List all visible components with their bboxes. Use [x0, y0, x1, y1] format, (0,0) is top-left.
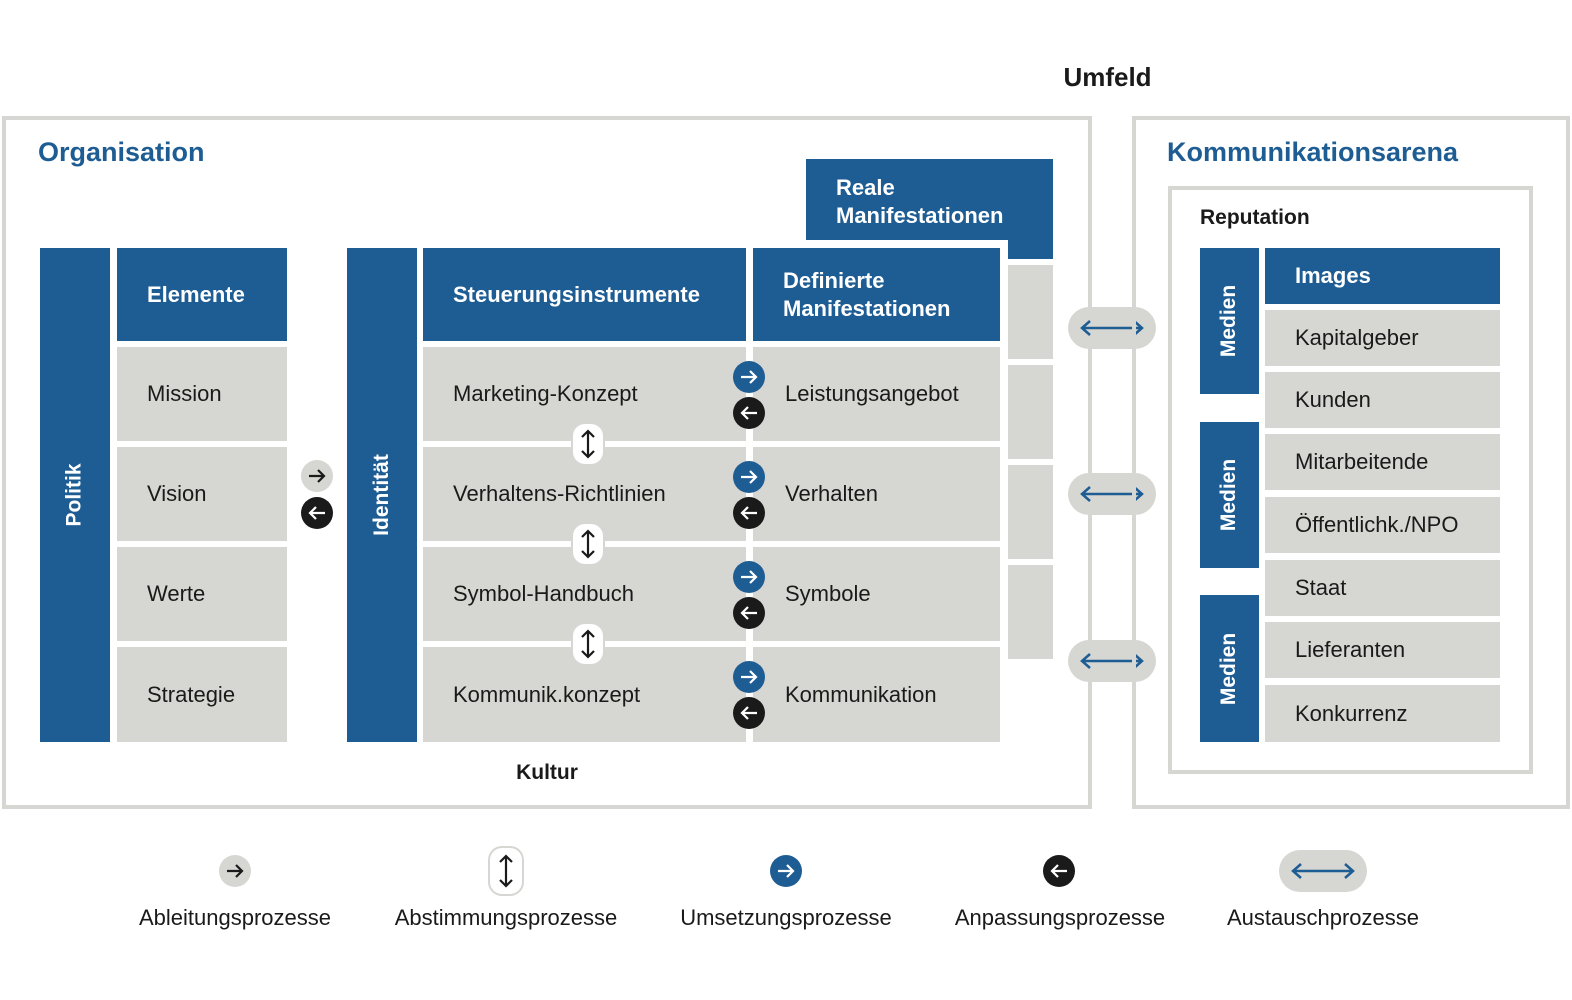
austausch-arrow-icon [1068, 640, 1156, 682]
legend-ableitung-icon [219, 855, 251, 887]
arena-frame [1132, 116, 1570, 809]
elemente-item: Vision [147, 481, 207, 506]
reale-strip [1006, 565, 1053, 659]
kultur-label: Kultur [516, 761, 578, 784]
images-row: Mitarbeitende [1265, 434, 1500, 490]
images-row: Lieferanten [1265, 622, 1500, 678]
definierte-item: Leistungsangebot [785, 381, 959, 406]
umsetzung-arrow-icon [733, 661, 765, 693]
steuerung-item: Symbol-Handbuch [453, 581, 634, 606]
legend-abstimmung-label: Abstimmungsprozesse [394, 905, 618, 930]
elemente-header: Elemente [117, 248, 287, 341]
definierte-item: Kommunikation [785, 681, 937, 707]
medien-label: Medien [1217, 284, 1241, 358]
elemente-header-label: Elemente [147, 281, 245, 307]
identitaet-label: Identität [370, 454, 394, 536]
definierte-header: Definierte Manifestationen [753, 248, 1000, 341]
definierte-row: Leistungsangebot [753, 347, 1000, 441]
identitaet-bar: Identität [347, 248, 417, 742]
elemente-item: Werte [147, 581, 206, 606]
steuerung-item: Kommunik.konzept [453, 681, 641, 707]
austausch-arrow-icon [1068, 473, 1156, 515]
umsetzung-arrow-icon [733, 361, 765, 393]
images-item: Kapitalgeber [1295, 325, 1419, 350]
legend-abstimmung-icon [488, 846, 524, 896]
organisation-frame [2, 116, 1092, 809]
legend-austausch-icon [1279, 850, 1367, 892]
images-item: Mitarbeitende [1295, 449, 1429, 474]
reputation-label: Reputation [1200, 206, 1310, 229]
elemente-row: Vision [117, 447, 287, 541]
legend-umsetzung-label: Umsetzungsprozesse [680, 905, 892, 930]
medien-bar: Medien [1200, 248, 1259, 394]
definierte-row: Symbole [753, 547, 1000, 641]
elemente-item: Strategie [147, 681, 236, 707]
anpassung-arrow-icon [733, 697, 765, 729]
legend-ableitung-label: Ableitungsprozesse [138, 905, 331, 930]
umfeld-label: Umfeld [1063, 62, 1152, 92]
definierte-row: Kommunikation [753, 647, 1000, 742]
organisation-title: Organisation [38, 137, 205, 167]
elemente-item: Mission [147, 381, 222, 406]
austausch-arrow-icon [1068, 307, 1156, 349]
anpassung-arrow-icon [733, 597, 765, 629]
abstimmung-arrow-icon [571, 422, 605, 466]
medien-bar: Medien [1200, 595, 1259, 742]
steuerung-item: Marketing-Konzept [453, 381, 638, 406]
steuerung-header-label: Steuerungsinstrumente [453, 281, 700, 307]
images-item: Öffentlichk./NPO [1295, 512, 1459, 537]
legend-umsetzung-icon [770, 855, 802, 887]
steuerung-header: Steuerungsinstrumente [423, 248, 746, 341]
medien-label: Medien [1217, 458, 1241, 532]
abstimmung-arrow-icon [571, 622, 605, 666]
umsetzung-arrow-icon [733, 561, 765, 593]
anpassung-arrow-icon [733, 497, 765, 529]
abstimmung-arrow-icon [571, 522, 605, 566]
steuerung-item: Verhaltens-Richtlinien [453, 481, 666, 506]
anpassung-arrow-icon [301, 497, 333, 529]
ableitung-arrow-icon [301, 460, 333, 492]
arena-title: Kommunikationsarena [1167, 137, 1459, 167]
images-header-label: Images [1295, 263, 1371, 288]
definierte-row: Verhalten [753, 447, 1000, 541]
definierte-item: Symbole [785, 581, 871, 606]
medien-label: Medien [1217, 632, 1241, 705]
legend-anpassung-icon [1043, 855, 1075, 887]
legend-anpassung-label: Anpassungsprozesse [954, 905, 1166, 930]
reale-strip [1006, 465, 1053, 559]
reale-header-label: Reale Manifestationen [836, 175, 1004, 228]
reputation-frame [1168, 186, 1533, 774]
images-item: Staat [1295, 575, 1347, 600]
images-row: Kapitalgeber [1265, 310, 1500, 366]
medien-bar: Medien [1200, 422, 1259, 568]
images-item: Konkurrenz [1295, 700, 1408, 726]
definierte-item: Verhalten [785, 481, 878, 506]
politik-bar: Politik [40, 248, 110, 742]
legend-austausch-label: Austauschprozesse [1227, 905, 1419, 930]
images-header: Images [1265, 248, 1500, 304]
elemente-row: Strategie [117, 647, 287, 742]
elemente-row: Mission [117, 347, 287, 441]
images-item: Kunden [1295, 387, 1371, 412]
images-row: Kunden [1265, 372, 1500, 428]
images-row: Staat [1265, 560, 1500, 616]
images-item: Lieferanten [1295, 637, 1406, 662]
definierte-header-label: Definierte Manifestationen [783, 267, 951, 321]
anpassung-arrow-icon [733, 397, 765, 429]
umsetzung-arrow-icon [733, 461, 765, 493]
images-row: Öffentlichk./NPO [1265, 497, 1500, 553]
reale-strip [1006, 365, 1053, 459]
images-row: Konkurrenz [1265, 685, 1500, 742]
politik-label: Politik [62, 463, 86, 527]
elemente-row: Werte [117, 547, 287, 641]
reale-strip [1006, 265, 1053, 359]
